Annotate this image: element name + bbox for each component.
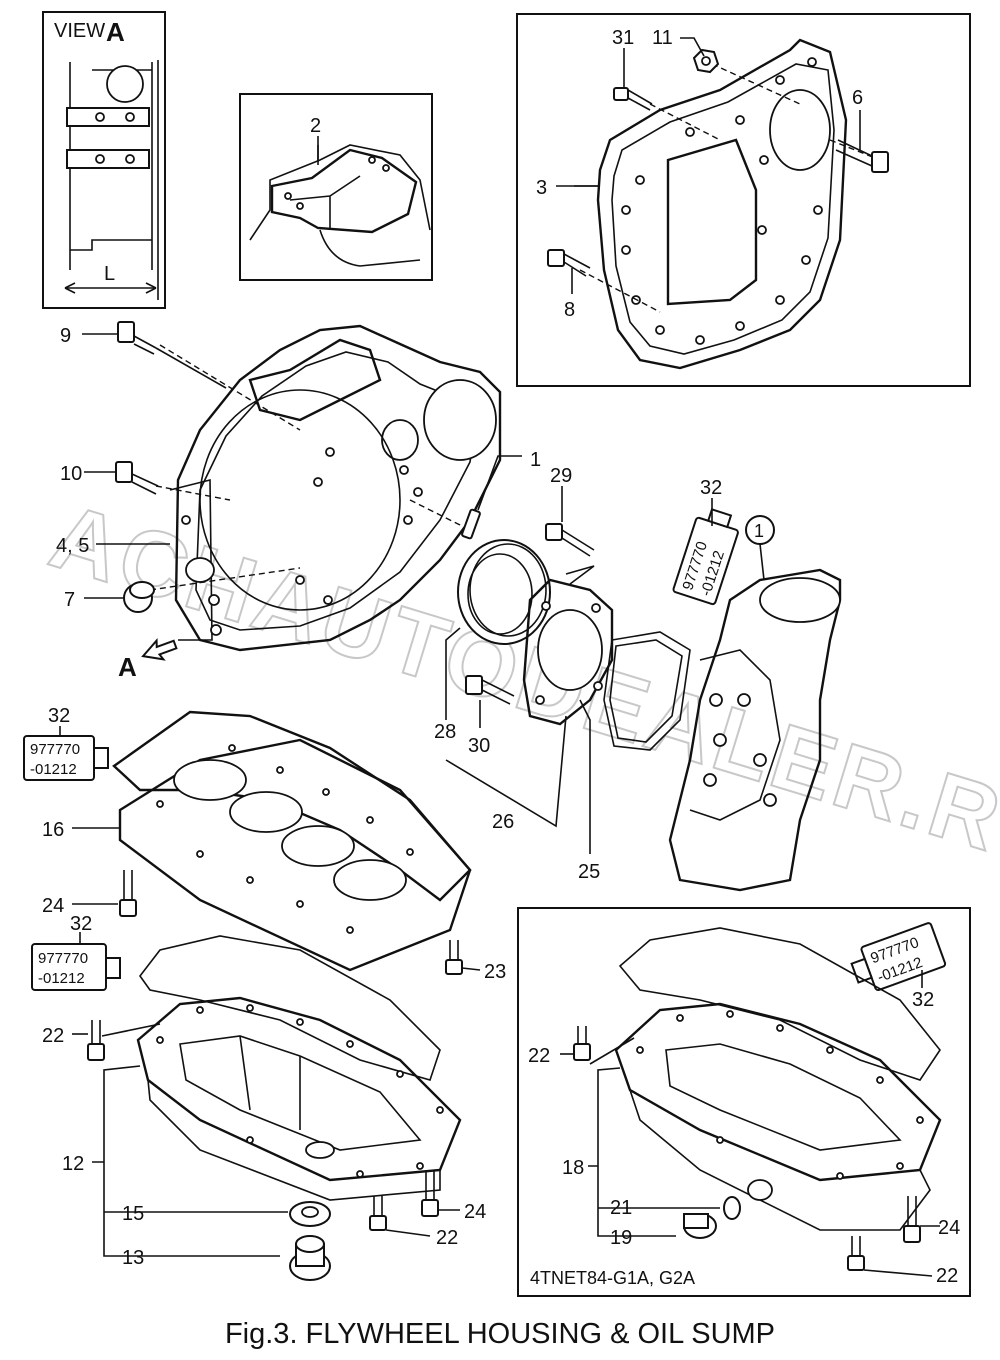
callout-6: 6 xyxy=(852,87,863,109)
oil-seal-28 xyxy=(457,539,551,645)
inset-flange-holes xyxy=(636,1010,924,1180)
parts-diagram: ACHAUTODEALER.RU VIEW A L xyxy=(23,11,1000,1297)
svg-text:977770: 977770 xyxy=(30,741,80,758)
bolt-23 xyxy=(445,940,463,975)
callout-24-inset: 24 xyxy=(938,1217,960,1239)
callout-16: 16 xyxy=(42,819,64,841)
block-holes xyxy=(703,693,777,807)
frame-openings xyxy=(173,759,407,901)
callout-12: 12 xyxy=(62,1153,84,1175)
bolt-31 xyxy=(613,87,653,111)
plug-19 xyxy=(683,1213,717,1239)
callout-4-5: 4, 5 xyxy=(56,535,89,557)
callout-32-lower: 32 xyxy=(70,913,92,935)
drain-plug-13 xyxy=(289,1235,331,1281)
callout-15: 15 xyxy=(122,1203,144,1225)
leader-zig xyxy=(565,565,595,585)
callout-2: 2 xyxy=(310,115,321,137)
callout-7: 7 xyxy=(64,589,75,611)
callout-11: 11 xyxy=(652,27,673,49)
callout-19: 19 xyxy=(610,1227,632,1249)
callout-25: 25 xyxy=(578,861,600,883)
callout-10: 10 xyxy=(60,463,82,485)
callouts: 2 3 31 11 6 8 9 10 4, 5 7 1 29 32 28 30 … xyxy=(42,27,960,1287)
callout-22-sump: 22 xyxy=(42,1025,64,1047)
bolt-24-low xyxy=(421,1170,439,1217)
callout-32-inset: 32 xyxy=(912,989,934,1011)
callout-29: 29 xyxy=(550,465,572,487)
bolt-22-inset-low xyxy=(847,1236,865,1271)
plug-7 xyxy=(123,581,155,613)
bolt-6 xyxy=(835,139,889,173)
callout-23: 23 xyxy=(484,961,506,983)
bolt-9 xyxy=(117,321,227,389)
bolt-29 xyxy=(545,523,595,557)
callout-24-low: 24 xyxy=(464,1201,486,1223)
figure-caption: Fig.3. FLYWHEEL HOUSING & OIL SUMP xyxy=(224,1318,776,1350)
callout-24-frame: 24 xyxy=(42,895,64,917)
bolt-10 xyxy=(115,461,159,495)
callout-22-inset-low: 22 xyxy=(936,1265,958,1287)
gasket-25 xyxy=(603,631,691,751)
variant-note: 4TNET84-G1A, G2A xyxy=(530,1268,695,1288)
callout-30: 30 xyxy=(468,735,490,757)
svg-text:-01212: -01212 xyxy=(38,970,85,987)
callout-32-mid: 32 xyxy=(48,705,70,727)
leader-lines xyxy=(59,37,940,1277)
nut-11 xyxy=(692,48,720,74)
callout-8: 8 xyxy=(564,299,575,321)
callout-13: 13 xyxy=(122,1247,144,1269)
svg-text:977770: 977770 xyxy=(38,950,88,967)
retainer-26 xyxy=(522,578,614,726)
view-label: VIEW xyxy=(54,20,105,42)
callout-32-top: 32 xyxy=(700,477,722,499)
bolt-24-frame xyxy=(119,870,137,917)
dim-label: L xyxy=(104,263,115,285)
o-ring-21 xyxy=(723,1196,741,1220)
bolt-8 xyxy=(547,249,591,277)
callout-21: 21 xyxy=(610,1197,632,1219)
view-letter: A xyxy=(106,17,125,47)
dowel-1 xyxy=(461,508,481,540)
bolt-22-low xyxy=(369,1196,387,1231)
cylinder-block: 1 xyxy=(668,515,842,892)
callout-31: 31 xyxy=(612,27,634,49)
arrow-letter: A xyxy=(118,652,137,682)
view-a-arrow: A xyxy=(118,638,178,682)
callout-22-inset: 22 xyxy=(528,1045,550,1067)
variant-inset: 4TNET84-G1A, G2A xyxy=(517,907,971,1297)
circled-ref-text: 1 xyxy=(754,521,764,541)
callout-26: 26 xyxy=(492,811,514,833)
callout-22-low: 22 xyxy=(436,1227,458,1249)
washer-15 xyxy=(289,1201,331,1227)
sump-flange-holes xyxy=(156,1004,444,1178)
callout-18: 18 xyxy=(562,1157,584,1179)
end-plate-inset xyxy=(516,13,971,387)
callout-28: 28 xyxy=(434,721,456,743)
ladder-frame-16 xyxy=(112,710,472,972)
oil-sump-12 xyxy=(136,935,462,1201)
bolt-22-sump xyxy=(87,1020,105,1061)
housing-holes xyxy=(181,447,423,636)
sealant-tube-mid: 977770 -01212 xyxy=(23,735,109,781)
bolt-24-inset xyxy=(903,1196,921,1243)
svg-text:-01212: -01212 xyxy=(30,761,77,778)
flywheel-housing xyxy=(149,324,502,652)
sealant-tube-lower: 977770 -01212 xyxy=(31,943,121,991)
part-2-inset xyxy=(239,93,433,281)
callout-9: 9 xyxy=(60,325,71,347)
view-a-inset: VIEW A L xyxy=(42,11,166,309)
frame-bolt-holes xyxy=(156,744,414,934)
callout-3: 3 xyxy=(536,177,547,199)
sealant-tube-inset: 977770 -01212 xyxy=(850,922,947,992)
callout-1: 1 xyxy=(530,449,541,471)
sealant-tube-right: 977770 -01212 xyxy=(672,508,739,606)
bolt-30 xyxy=(465,675,515,705)
bolt-22-inset xyxy=(573,1026,591,1061)
